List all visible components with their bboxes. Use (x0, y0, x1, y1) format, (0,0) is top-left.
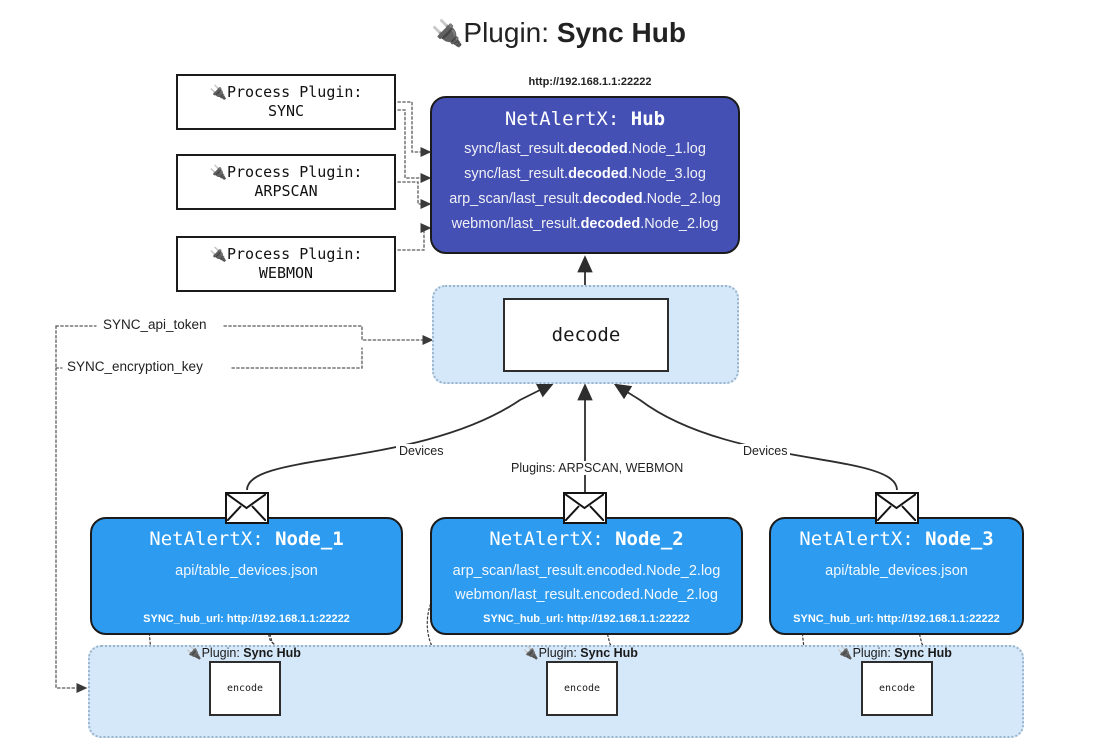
plugin-instance-label-2: 🔌Plugin: Sync Hub (523, 646, 638, 660)
hub-title: NetAlertX: Hub (504, 108, 666, 130)
electric-plug-icon: 🔌 (209, 246, 227, 263)
envelope-icon (225, 492, 269, 524)
node-card-node-3[interactable]: NetAlertX: Node_3 api/table_devices.json… (769, 517, 1024, 635)
edge-label-devices-right: Devices (740, 444, 791, 458)
process-plugin-name: WEBMON (258, 264, 314, 283)
node-resource-line: api/table_devices.json (825, 563, 968, 579)
page-title: 🔌Plugin: Sync Hub (431, 17, 686, 48)
envelope-icon (875, 492, 919, 524)
plugin-instance-label-1: 🔌Plugin: Sync Hub (186, 646, 301, 660)
hub-node-card[interactable]: NetAlertX: Hub sync/last_result.decoded.… (430, 96, 740, 254)
node-hub-url: SYNC_hub_url: http://192.168.1.1:22222 (143, 613, 350, 625)
hub-log-line: arp_scan/last_result.decoded.Node_2.log (449, 190, 721, 207)
process-plugin-box-arpscan[interactable]: 🔌Process Plugin: ARPSCAN (176, 154, 396, 210)
node-card-node-2[interactable]: NetAlertX: Node_2 arp_scan/last_result.e… (430, 517, 743, 635)
process-plugin-box-webmon[interactable]: 🔌Process Plugin: WEBMON (176, 236, 396, 292)
encode-box-3[interactable]: encode (861, 661, 933, 716)
encode-box-2[interactable]: encode (546, 661, 618, 716)
process-plugin-box-sync[interactable]: 🔌Process Plugin: SYNC (176, 74, 396, 130)
process-plugin-name: ARPSCAN (254, 182, 318, 201)
electric-plug-icon: 🔌 (431, 18, 464, 48)
node-hub-url: SYNC_hub_url: http://192.168.1.1:22222 (793, 613, 1000, 625)
decode-box[interactable]: decode (503, 298, 669, 372)
secret-label-api-token: SYNC_api_token (100, 317, 210, 332)
hub-log-line: sync/last_result.decoded.Node_3.log (464, 165, 706, 182)
electric-plug-icon: 🔌 (209, 164, 227, 181)
edge-label-devices-left: Devices (396, 444, 447, 458)
node-title: NetAlertX: Node_2 (489, 528, 684, 550)
plugin-instance-label-3: 🔌Plugin: Sync Hub (837, 646, 952, 660)
edge-label-plugins-center: Plugins: ARPSCAN, WEBMON (508, 461, 687, 475)
electric-plug-icon: 🔌 (209, 84, 227, 101)
node-resource-line: webmon/last_result.encoded.Node_2.log (455, 586, 718, 603)
secret-label-encryption-key: SYNC_encryption_key (64, 359, 206, 374)
electric-plug-icon: 🔌 (523, 646, 539, 660)
node-resource-line: arp_scan/last_result.encoded.Node_2.log (452, 563, 721, 579)
node-hub-url: SYNC_hub_url: http://192.168.1.1:22222 (483, 613, 690, 625)
node-title: NetAlertX: Node_1 (149, 528, 344, 550)
hub-log-line: sync/last_result.decoded.Node_1.log (464, 141, 706, 157)
hub-log-line: webmon/last_result.decoded.Node_2.log (451, 215, 719, 232)
electric-plug-icon: 🔌 (186, 646, 202, 660)
node-card-node-1[interactable]: NetAlertX: Node_1 api/table_devices.json… (90, 517, 403, 635)
process-plugin-name: SYNC (267, 102, 305, 121)
encode-box-1[interactable]: encode (209, 661, 281, 716)
electric-plug-icon: 🔌 (837, 646, 853, 660)
hub-url-label: http://192.168.1.1:22222 (528, 76, 652, 88)
node-title: NetAlertX: Node_3 (799, 528, 994, 550)
node-resource-line: api/table_devices.json (175, 563, 318, 579)
envelope-icon (563, 492, 607, 524)
